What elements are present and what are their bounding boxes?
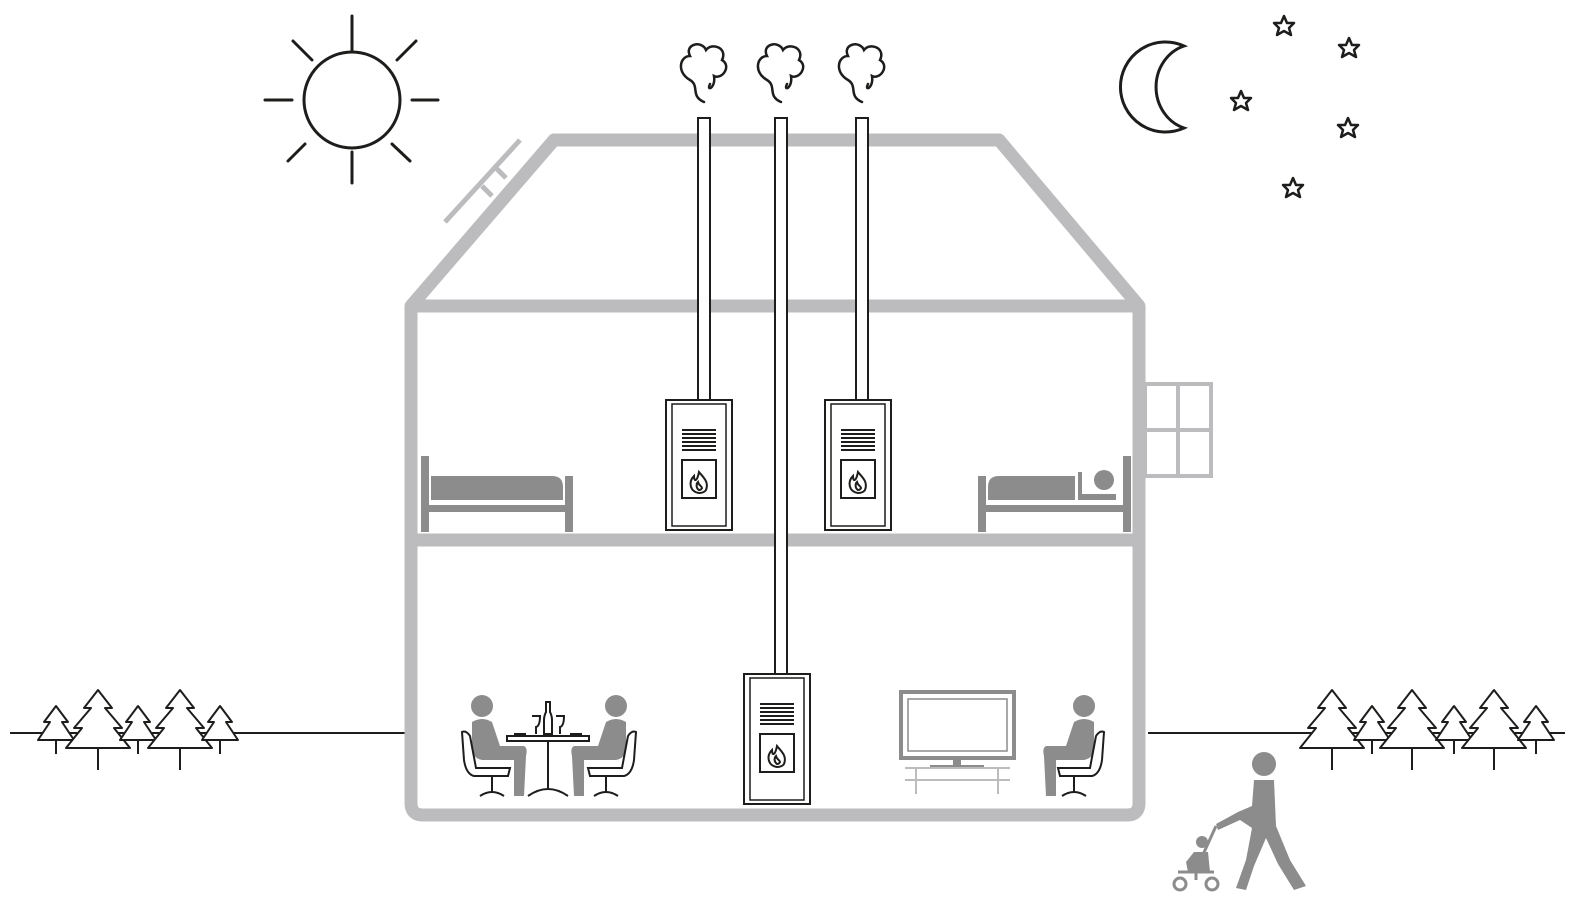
smoke-icon — [679, 43, 728, 104]
bed-icon — [421, 456, 573, 532]
star-icon — [1281, 176, 1305, 199]
star-icon — [1336, 116, 1360, 139]
tree-icon — [1353, 705, 1391, 754]
moon-icon — [1119, 40, 1189, 134]
bed-icon — [978, 456, 1131, 532]
chair-icon — [1056, 730, 1106, 797]
tree-icon — [1461, 689, 1527, 770]
star-icon — [1272, 14, 1296, 37]
tree-icon — [1435, 705, 1473, 754]
smoke-icon — [837, 43, 886, 104]
trees-left — [37, 689, 239, 770]
sleeping-person-icon — [1078, 470, 1116, 500]
table-icon — [506, 701, 590, 797]
stove-icon — [743, 673, 811, 805]
tree-icon — [65, 689, 131, 770]
tree-icon — [1517, 705, 1555, 754]
chair-icon — [586, 730, 638, 797]
dining-scene — [460, 695, 638, 797]
tv-stand-icon — [905, 767, 1010, 794]
stove-icon — [665, 399, 733, 531]
tree-icon — [1299, 689, 1365, 770]
tree-icon — [1379, 689, 1445, 770]
tree-icon — [147, 689, 213, 770]
window-icon — [1143, 382, 1213, 478]
star-icon — [1337, 36, 1361, 59]
walking-person-icon — [1216, 752, 1306, 890]
trees-right — [1299, 689, 1555, 770]
sun-icon — [263, 14, 440, 185]
tree-icon — [201, 705, 239, 754]
stars — [1229, 14, 1361, 199]
person-icon — [471, 695, 527, 796]
tree-icon — [119, 705, 157, 754]
person-icon — [1043, 695, 1095, 796]
solar-panel-icon — [443, 138, 522, 224]
stove-icon — [824, 399, 892, 531]
star-icon — [1229, 89, 1253, 112]
smoke-icon — [756, 43, 805, 104]
flue-pipes — [697, 117, 869, 677]
chair-icon — [460, 730, 512, 797]
stroller-icon — [1172, 825, 1220, 892]
tree-icon — [37, 705, 75, 754]
person-icon — [571, 695, 627, 796]
smoke — [679, 43, 886, 104]
tv-icon — [899, 690, 1016, 768]
